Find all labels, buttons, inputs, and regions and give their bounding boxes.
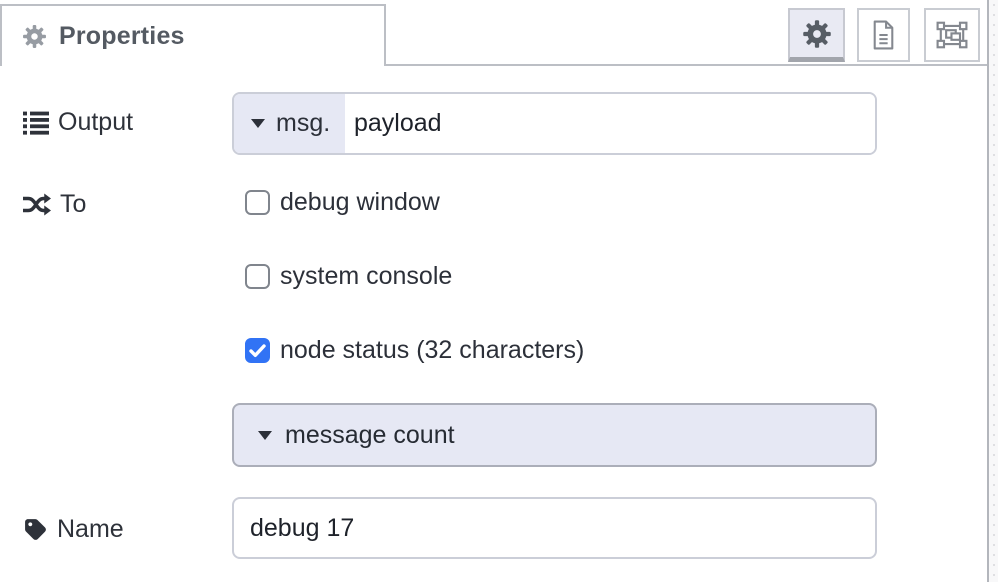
output-property-input[interactable] <box>345 94 875 153</box>
name-input[interactable] <box>232 497 877 559</box>
debug-window-checkbox[interactable] <box>245 190 270 215</box>
workspace-edge <box>987 0 998 582</box>
system-console-option-row: system console <box>245 262 452 291</box>
shuffle-icon <box>23 191 51 218</box>
object-group-icon <box>936 21 968 49</box>
gear-icon <box>802 19 832 49</box>
debug-window-option-row: debug window <box>245 188 440 217</box>
name-label-text: Name <box>57 515 124 543</box>
output-type-select-button[interactable]: msg. <box>234 94 345 153</box>
to-label-text: To <box>60 190 87 218</box>
node-status-checkbox[interactable] <box>245 338 270 363</box>
output-type-label: msg. <box>276 109 331 137</box>
name-row-label: Name <box>23 515 124 544</box>
debug-window-checkbox-label[interactable]: debug window <box>280 188 440 216</box>
status-type-select[interactable]: message count <box>232 403 877 467</box>
status-type-value: message count <box>285 420 455 449</box>
appearance-tab-button[interactable] <box>924 8 980 62</box>
tab-properties-title: Properties <box>59 21 185 50</box>
list-icon <box>23 110 49 136</box>
output-label-text: Output <box>58 108 134 136</box>
gear-icon <box>22 24 47 49</box>
output-typed-input: msg. <box>232 92 877 155</box>
tab-properties: Properties <box>0 4 386 66</box>
edit-dialog-toolbar <box>788 8 980 62</box>
system-console-checkbox[interactable] <box>245 264 270 289</box>
file-text-icon <box>871 20 896 50</box>
chevron-down-icon <box>251 119 265 128</box>
checkmark-icon <box>245 338 270 363</box>
properties-tab-button[interactable] <box>788 8 845 62</box>
tag-icon <box>23 517 48 542</box>
to-row-label: To <box>23 190 86 219</box>
output-row-label: Output <box>23 108 133 137</box>
node-status-checkbox-label[interactable]: node status (32 characters) <box>280 336 585 364</box>
node-status-option-row: node status (32 characters) <box>245 336 584 365</box>
description-tab-button[interactable] <box>857 8 910 62</box>
system-console-checkbox-label[interactable]: system console <box>280 262 453 290</box>
tab-underline <box>386 64 987 66</box>
chevron-down-icon <box>258 430 272 440</box>
